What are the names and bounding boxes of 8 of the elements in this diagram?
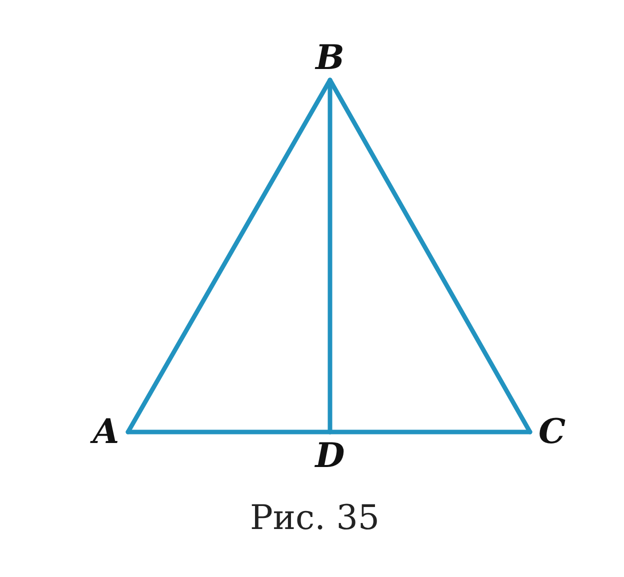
line-segment [328,430,532,434]
point-label: A [88,414,124,450]
point-label: D [312,438,348,474]
line-segment [126,430,332,434]
point-label: C [534,414,570,450]
line-segment [328,78,332,434]
figure-caption: Рис. 35 [250,498,380,538]
point-label: B [312,40,348,78]
